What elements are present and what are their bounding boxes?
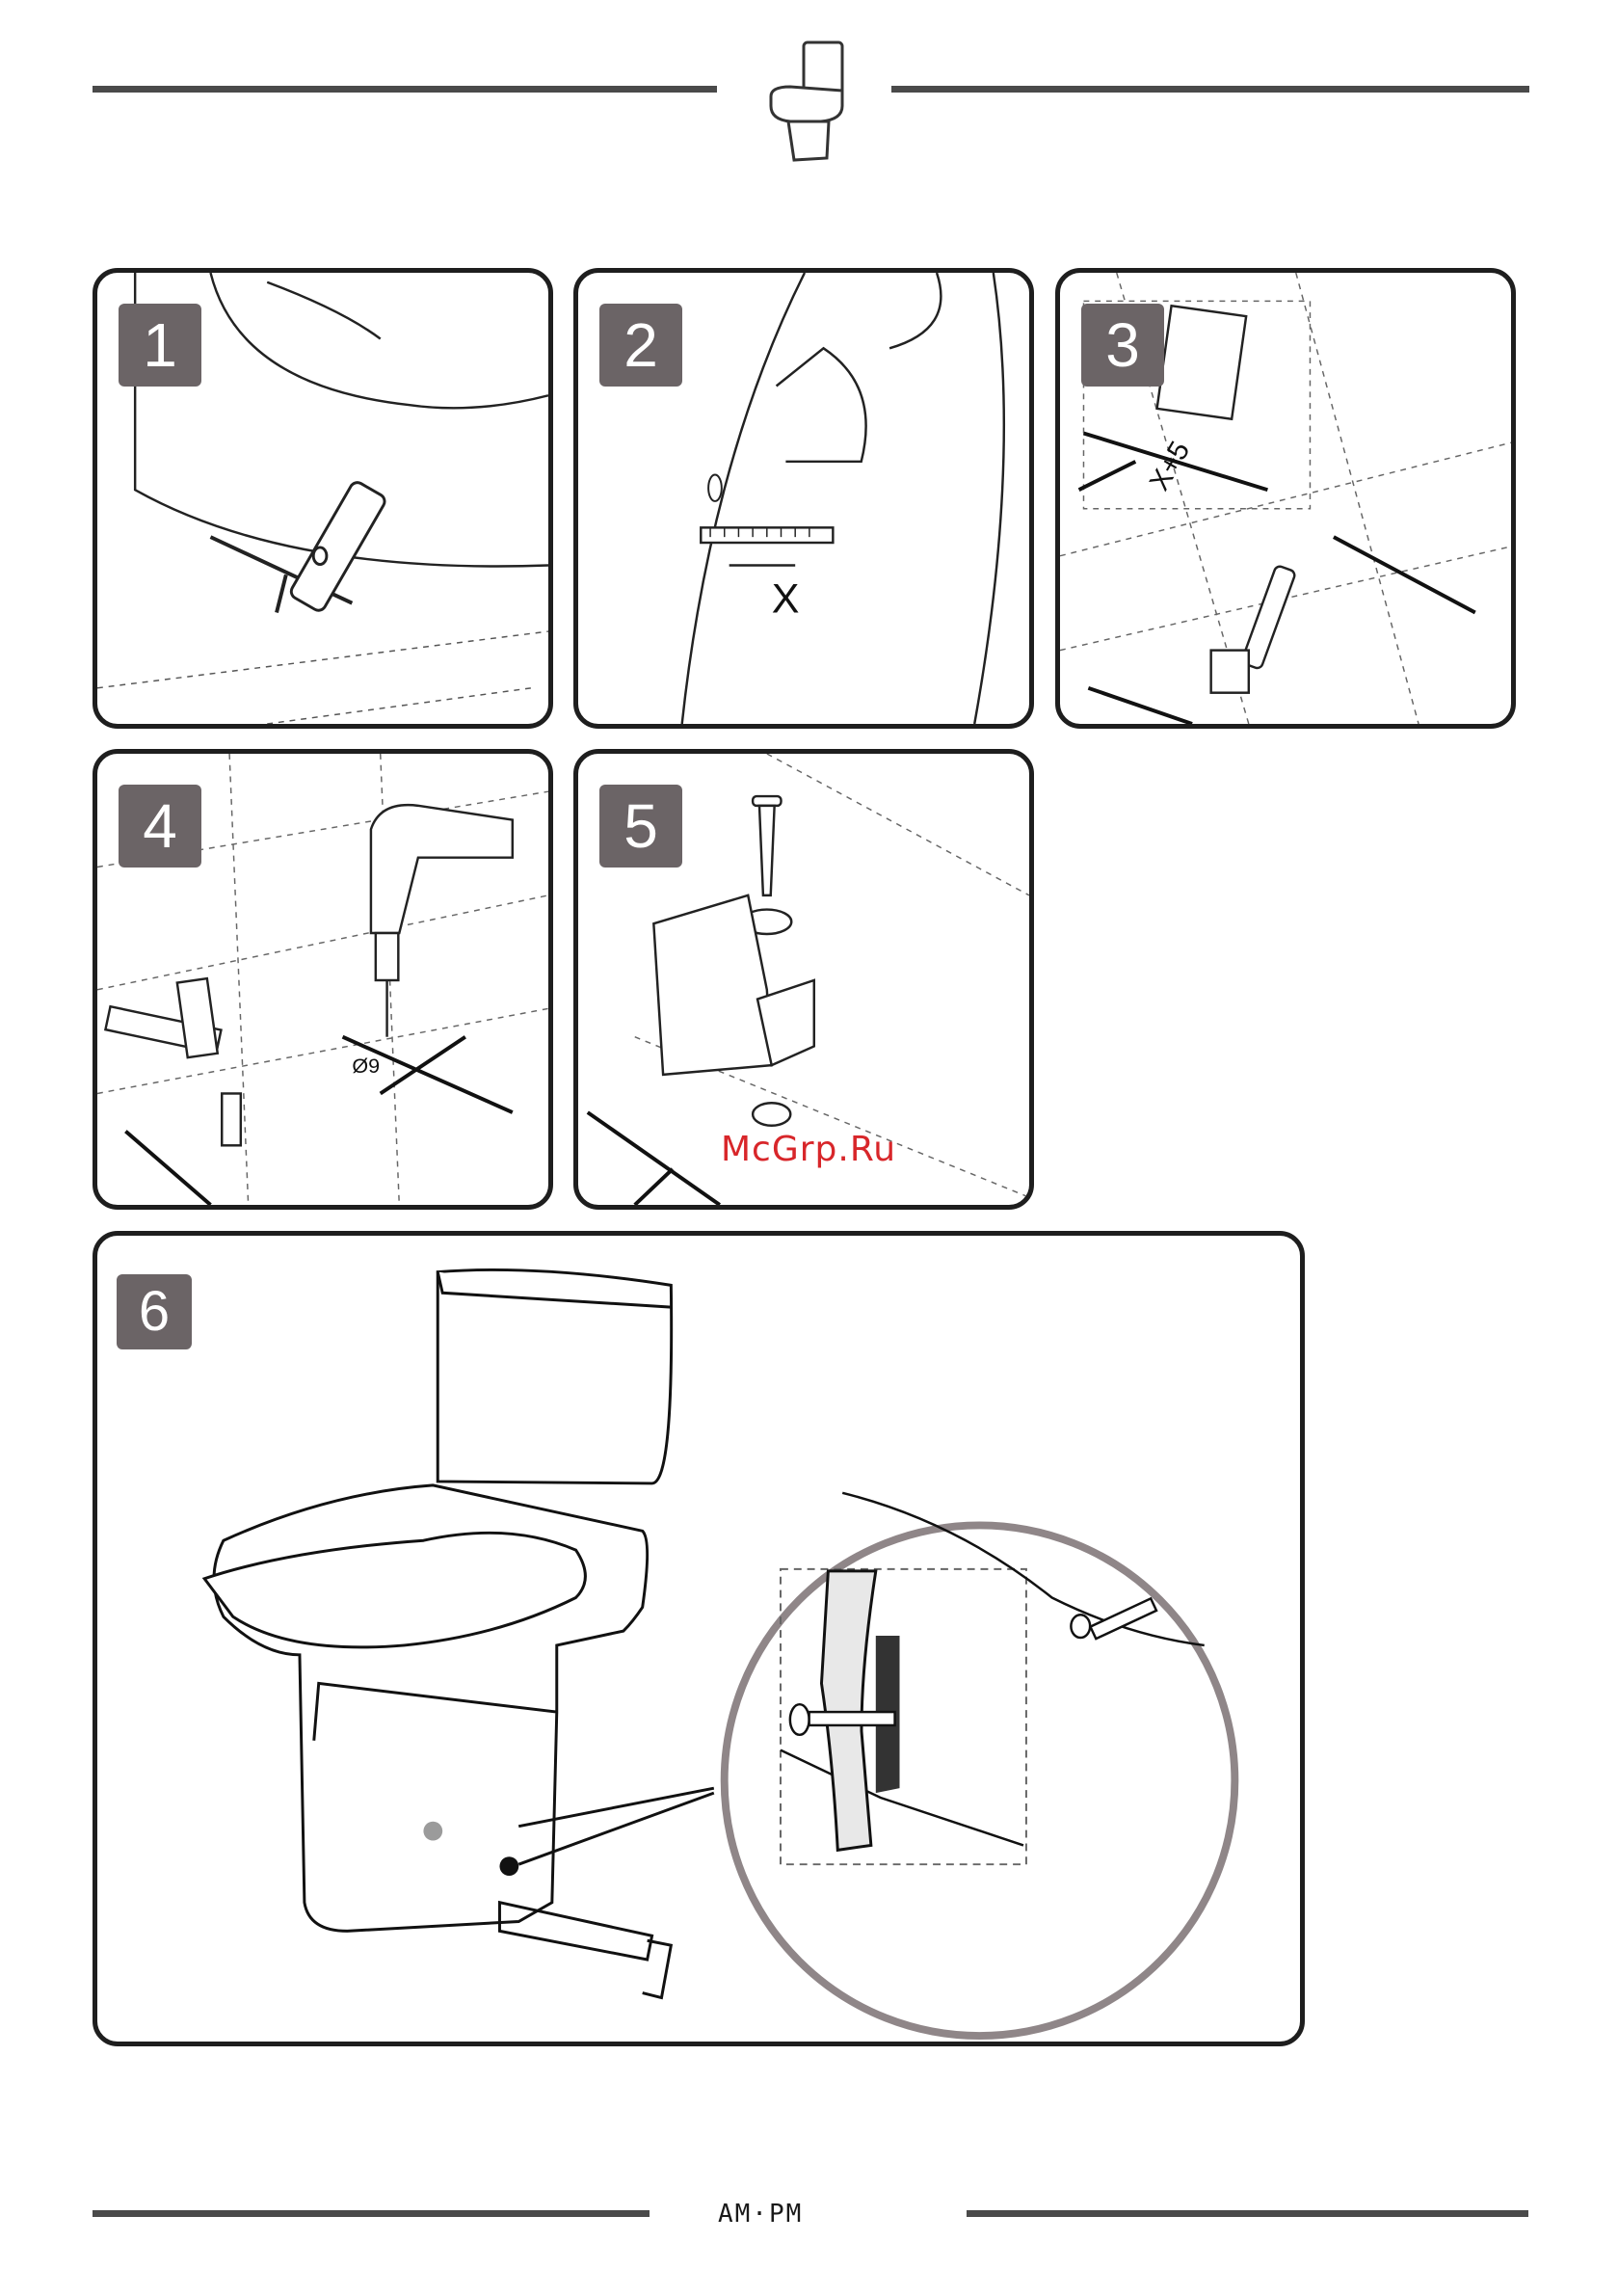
step-3-badge: 3	[1081, 304, 1164, 387]
footer-rule-right	[967, 2210, 1528, 2217]
toilet-icon	[761, 37, 858, 172]
header-rule-left	[93, 86, 717, 93]
header-rule-right	[891, 86, 1529, 93]
step-4-badge: 4	[119, 785, 201, 868]
step-2-panel: X 2	[573, 268, 1034, 729]
step-2-label: X	[772, 575, 800, 622]
step-1-badge: 1	[119, 304, 201, 387]
step-6-badge: 6	[117, 1274, 192, 1349]
step-1-panel: 1	[93, 268, 553, 729]
step-4-panel: Ø9 4	[93, 749, 553, 1210]
step-5-panel: 5 McGrp.Ru	[573, 749, 1034, 1210]
footer-rule-left	[93, 2210, 650, 2217]
brand-logo: AM·PM	[718, 2200, 803, 2229]
step-2-badge: 2	[599, 304, 682, 387]
step-6-panel: 6	[93, 1231, 1305, 2046]
step-5-badge: 5	[599, 785, 682, 868]
step-3-panel: X+5 3	[1055, 268, 1516, 729]
step-4-label: Ø9	[352, 1055, 380, 1078]
watermark: McGrp.Ru	[721, 1130, 896, 1169]
step-6-illustration	[97, 1236, 1300, 2042]
